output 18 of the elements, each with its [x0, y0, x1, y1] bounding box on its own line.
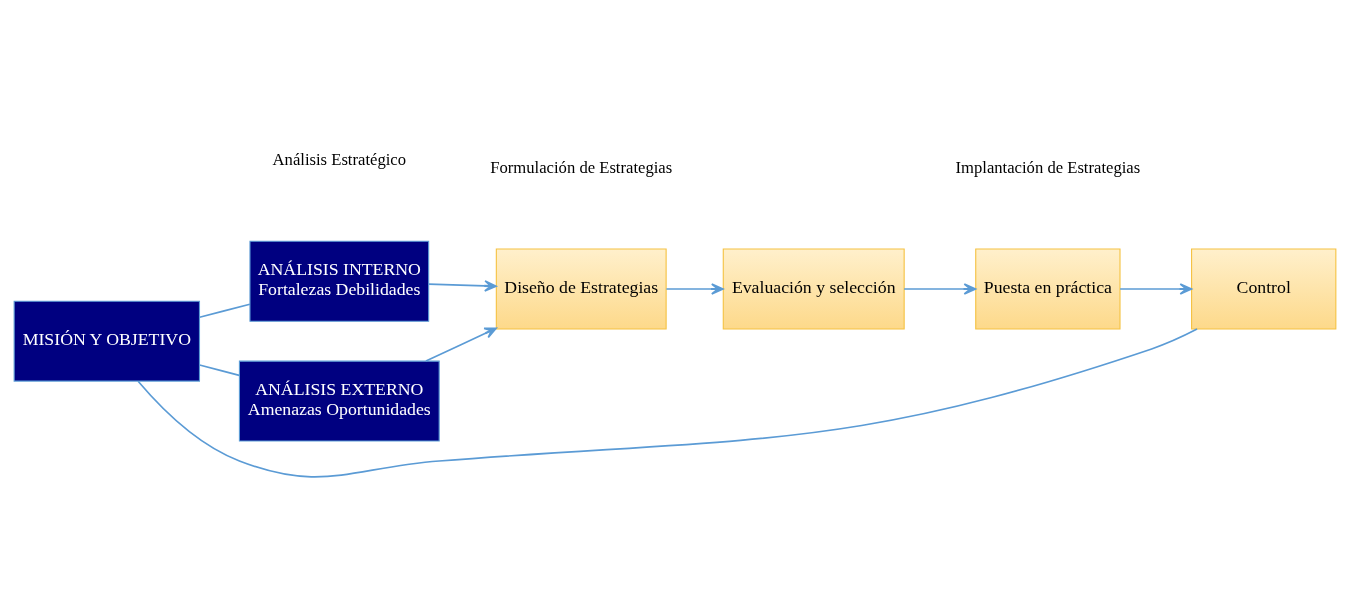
- node-box: ANÁLISIS INTERNO Fortalezas Debilidades: [249, 240, 430, 322]
- node-box: Evaluación y selección: [722, 248, 905, 330]
- node-box: MISIÓN Y OBJETIVO: [13, 300, 201, 382]
- arrow: [903, 283, 977, 295]
- node-box: ANÁLISIS EXTERNO Amenazas Oportunidades: [238, 360, 440, 442]
- arrow: [427, 280, 497, 292]
- label: Formulación de Estrategias: [490, 158, 673, 178]
- node-box: Puesta en práctica: [975, 248, 1121, 330]
- arrow: [425, 327, 498, 362]
- connector: [198, 364, 241, 377]
- arrow: [665, 283, 724, 295]
- node-box: Diseño de Estrategias: [495, 248, 667, 330]
- connector: [137, 328, 1198, 478]
- label: Análisis Estratégico: [272, 150, 407, 170]
- connector: [198, 303, 251, 319]
- node-box: Control: [1191, 248, 1337, 330]
- label: Implantación de Estrategias: [955, 158, 1141, 178]
- arrow: [1119, 283, 1193, 295]
